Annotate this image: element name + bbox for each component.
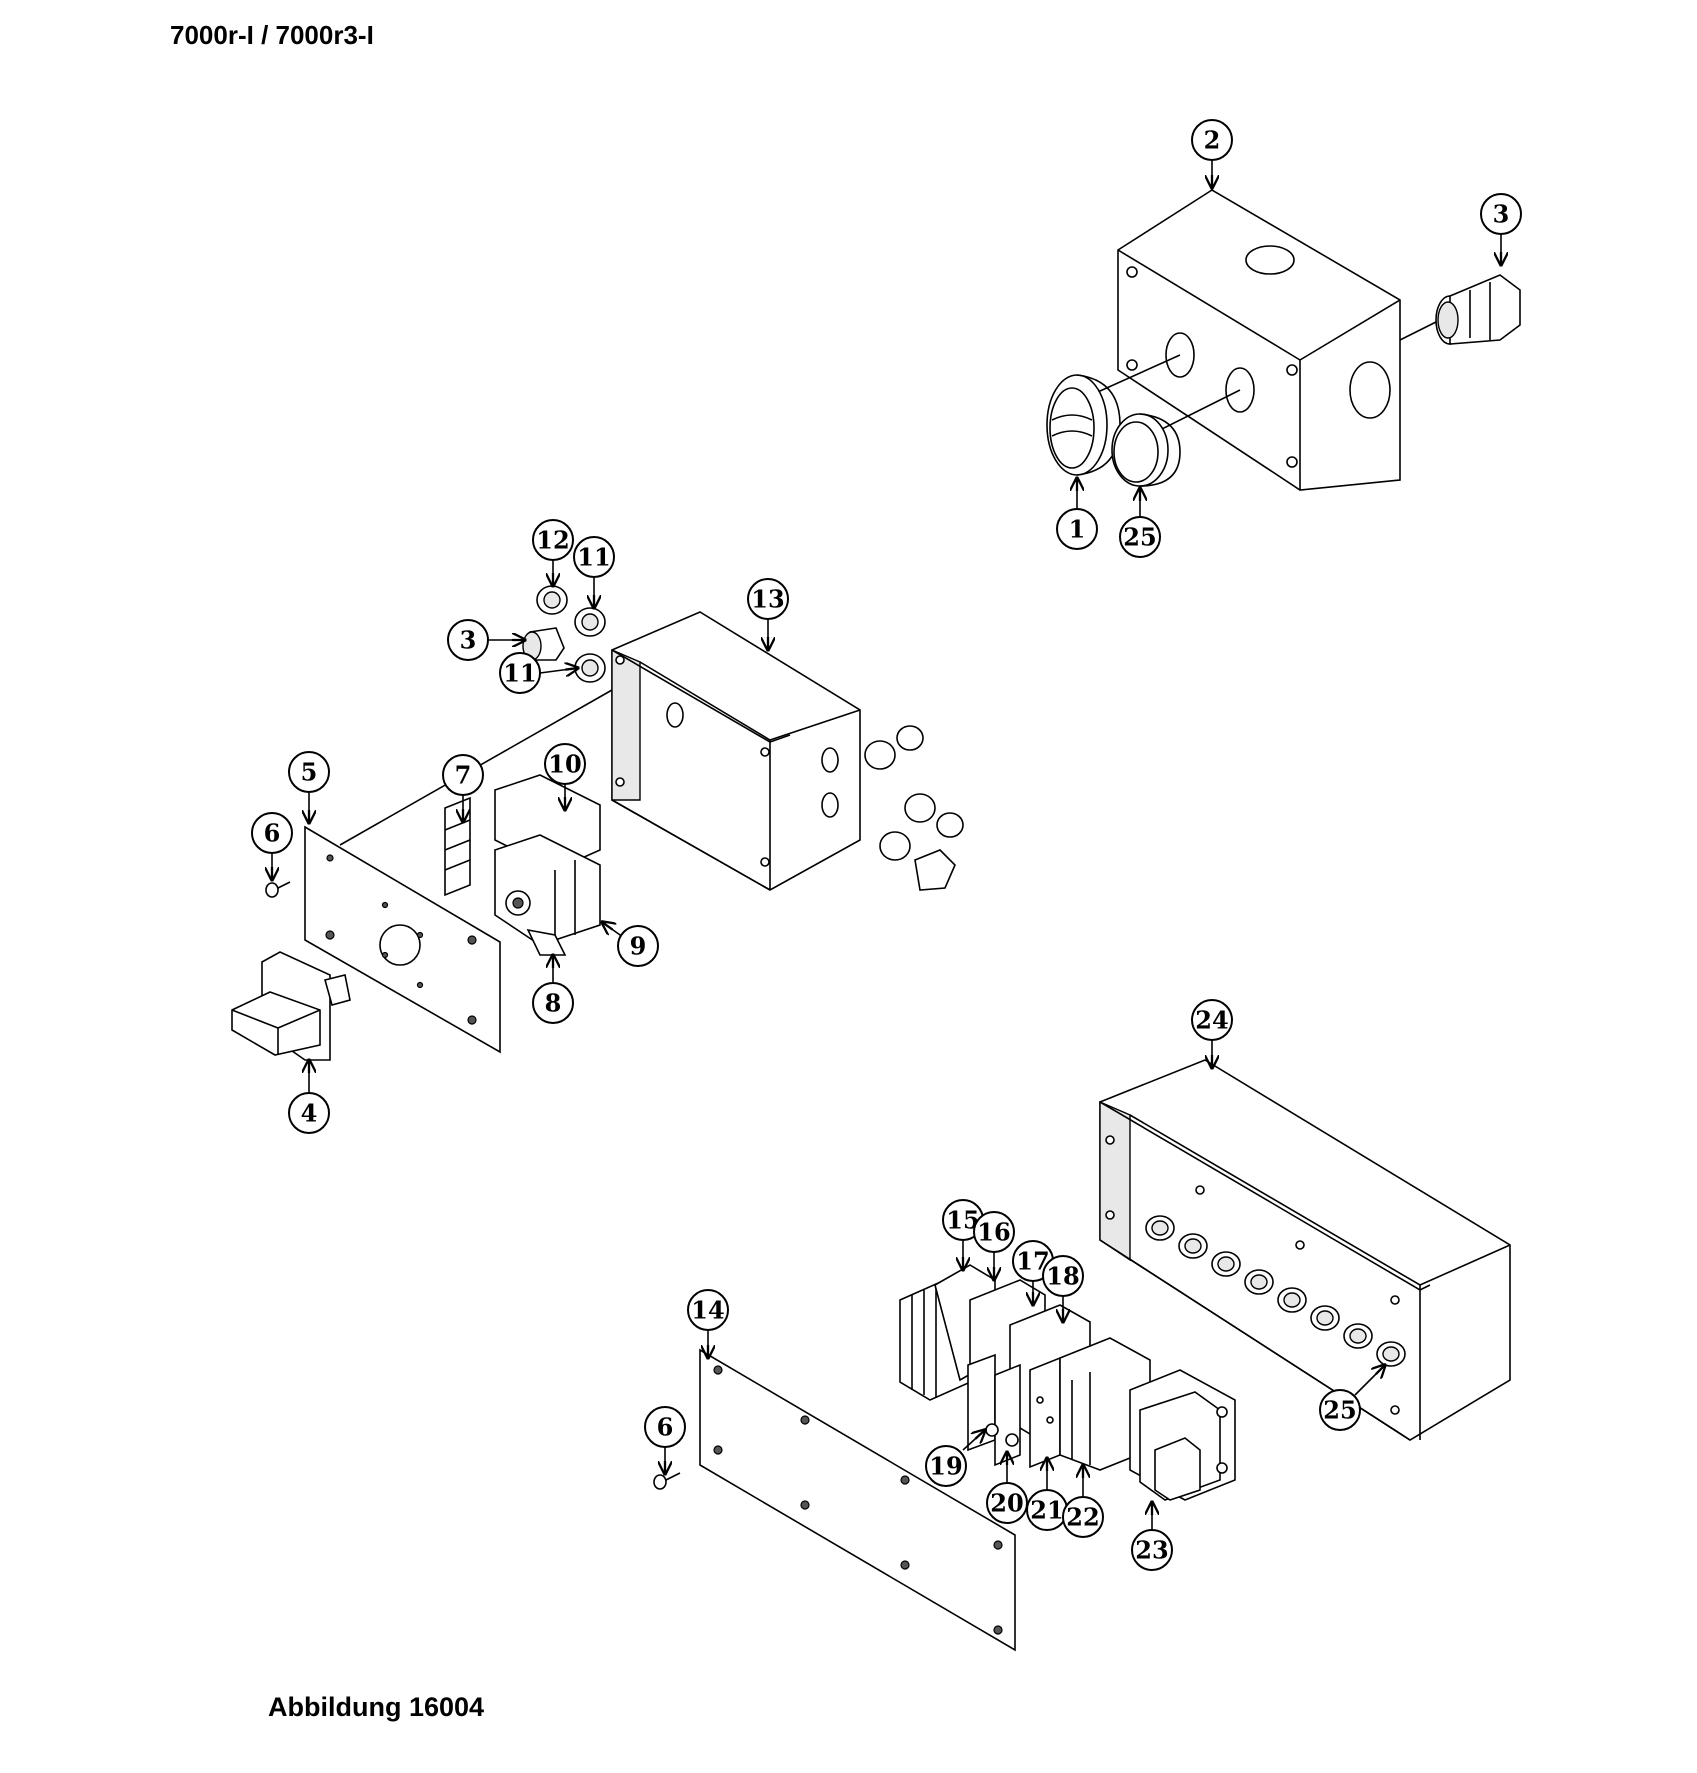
svg-text:25: 25	[1123, 523, 1156, 552]
callout-arrows	[272, 161, 1501, 1530]
transformer	[1129, 1369, 1236, 1501]
svg-text:4: 4	[301, 1099, 318, 1128]
svg-text:11: 11	[577, 543, 610, 572]
callout-18: 18	[1042, 1255, 1084, 1297]
screw	[265, 881, 291, 898]
cable-gland-top	[1435, 274, 1521, 345]
svg-text:3: 3	[1493, 200, 1510, 229]
callout-25-top: 25	[1119, 516, 1161, 558]
callout-5: 5	[288, 751, 330, 793]
callout-6-bottom: 6	[644, 1406, 686, 1448]
figure-caption: Abbildung 16004	[268, 1692, 485, 1722]
svg-text:8: 8	[545, 989, 562, 1018]
callout-19: 19	[925, 1445, 967, 1487]
callout-8: 8	[532, 982, 574, 1024]
lower-enclosure	[1099, 1059, 1511, 1441]
enclosure-glands-row	[1145, 1215, 1406, 1367]
push-button	[1111, 413, 1181, 487]
svg-text:6: 6	[264, 819, 281, 848]
relays	[1029, 1337, 1151, 1471]
callout-21: 21	[1026, 1489, 1068, 1531]
svg-text:19: 19	[929, 1452, 962, 1481]
callout-20: 20	[986, 1482, 1028, 1524]
fuse-holders	[967, 1353, 1021, 1467]
callout-23: 23	[1131, 1529, 1173, 1571]
callout-22: 22	[1062, 1496, 1104, 1538]
svg-text:25: 25	[1323, 1396, 1356, 1425]
selector-switch-button	[1046, 374, 1121, 476]
svg-text:20: 20	[990, 1489, 1023, 1518]
callout-7: 7	[442, 754, 484, 796]
callout-25-bottom: 25	[1319, 1389, 1361, 1431]
svg-text:23: 23	[1135, 1536, 1168, 1565]
pushbutton-housing	[1079, 189, 1441, 491]
svg-text:2: 2	[1204, 126, 1221, 155]
callout-6-top: 6	[251, 812, 293, 854]
svg-text:21: 21	[1030, 1496, 1063, 1525]
switch-mechanism	[494, 774, 601, 956]
svg-text:16: 16	[977, 1218, 1010, 1247]
svg-text:14: 14	[691, 1296, 724, 1325]
document-title: 7000r-I / 7000r3-I	[170, 20, 374, 50]
callout-14: 14	[687, 1289, 729, 1331]
callout-10: 10	[544, 743, 586, 785]
callout-13: 13	[747, 578, 789, 620]
svg-text:1: 1	[1069, 515, 1086, 544]
callout-3-middle: 3	[447, 619, 489, 661]
svg-text:9: 9	[630, 932, 647, 961]
terminal-clamp	[444, 796, 471, 897]
svg-text:11: 11	[503, 659, 536, 688]
callout-15: 15	[942, 1199, 984, 1241]
svg-text:5: 5	[301, 758, 318, 787]
lower-front-plate	[699, 1348, 1016, 1652]
callout-9: 9	[617, 925, 659, 967]
callout-24: 24	[1191, 999, 1233, 1041]
callout-4: 4	[288, 1092, 330, 1134]
callout-2: 2	[1191, 119, 1233, 161]
svg-text:13: 13	[751, 585, 784, 614]
screw-lower	[653, 1472, 681, 1490]
rotary-switch-handle	[231, 951, 351, 1061]
front-plate	[304, 825, 501, 1054]
svg-text:3: 3	[460, 626, 477, 655]
callout-16: 16	[973, 1211, 1015, 1253]
svg-text:10: 10	[548, 750, 581, 779]
svg-text:12: 12	[536, 526, 569, 555]
callout-1: 1	[1056, 508, 1098, 550]
svg-text:24: 24	[1195, 1006, 1228, 1035]
svg-text:6: 6	[657, 1413, 674, 1442]
callout-11-middle: 11	[499, 652, 541, 694]
callout-3-top: 3	[1480, 193, 1522, 235]
gland-nuts-right	[864, 725, 964, 891]
callout-12: 12	[532, 519, 574, 561]
svg-text:18: 18	[1046, 1262, 1079, 1291]
callout-11-top: 11	[573, 536, 615, 578]
svg-text:7: 7	[455, 761, 472, 790]
svg-text:22: 22	[1066, 1503, 1099, 1532]
